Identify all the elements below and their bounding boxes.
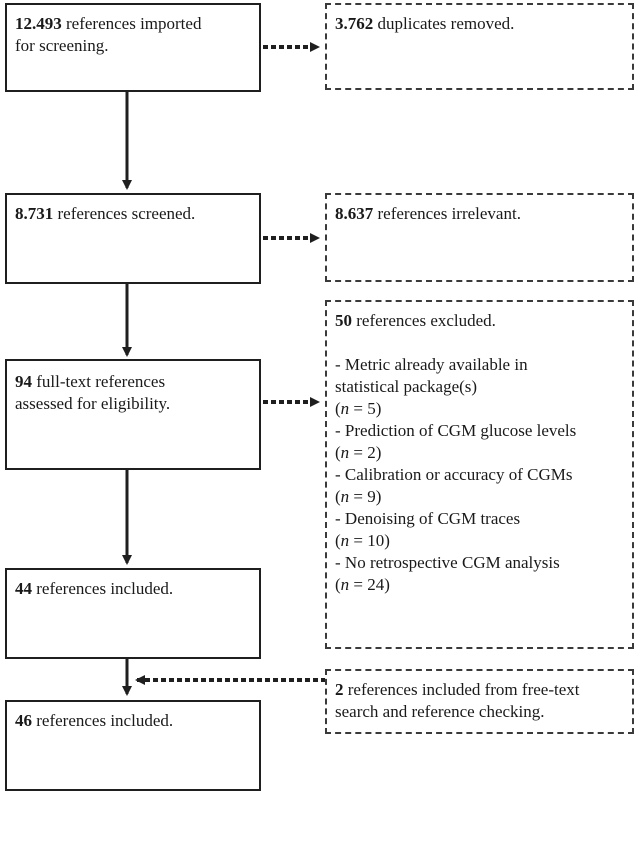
- duplicates-count: 3.762: [335, 14, 374, 33]
- final-count: 46: [15, 711, 32, 730]
- included-label: references included.: [36, 579, 174, 598]
- box-imported: 12.493 references imported for screening…: [5, 3, 261, 92]
- reason-count: 2: [367, 443, 376, 462]
- imported-label-2: for screening.: [15, 36, 109, 55]
- screened-label: references screened.: [57, 204, 196, 223]
- included-count: 44: [15, 579, 32, 598]
- box-duplicates: 3.762 duplicates removed.: [325, 3, 634, 90]
- reason-item: - Metric already available in statistica…: [335, 354, 626, 420]
- imported-count: 12.493: [15, 14, 62, 33]
- reason-text: statistical package(s): [335, 377, 478, 396]
- reason-count: 9: [367, 487, 376, 506]
- reason-text: - No retrospective CGM analysis: [335, 553, 560, 572]
- reason-text: - Prediction of CGM glucose levels: [335, 421, 577, 440]
- reason-text: - Calibration or accuracy of CGMs: [335, 465, 573, 484]
- added-label-2: search and reference checking.: [335, 702, 545, 721]
- imported-label: references imported: [66, 14, 202, 33]
- box-excluded: 50 references excluded. - Metric already…: [325, 300, 634, 649]
- reason-item: - Prediction of CGM glucose levels (n = …: [335, 420, 626, 464]
- reason-text: - Denoising of CGM traces: [335, 509, 521, 528]
- reason-item: - No retrospective CGM analysis (n = 24): [335, 552, 626, 596]
- box-fulltext: 94 full-text references assessed for eli…: [5, 359, 261, 470]
- box-irrelevant: 8.637 references irrelevant.: [325, 193, 634, 282]
- box-added: 2 references included from free-text sea…: [325, 669, 634, 734]
- reason-item: - Calibration or accuracy of CGMs (n = 9…: [335, 464, 626, 508]
- box-final: 46 references included.: [5, 700, 261, 791]
- irrelevant-label: references irrelevant.: [377, 204, 521, 223]
- added-label: references included from free-text: [347, 680, 580, 699]
- reason-count: 5: [367, 399, 376, 418]
- fulltext-count: 94: [15, 372, 32, 391]
- excluded-label: references excluded.: [356, 311, 496, 330]
- reason-item: - Denoising of CGM traces (n = 10): [335, 508, 626, 552]
- duplicates-label: duplicates removed.: [377, 14, 515, 33]
- reason-count: 10: [367, 531, 385, 550]
- fulltext-label-2: assessed for eligibility.: [15, 394, 171, 413]
- reason-count: 24: [367, 575, 385, 594]
- fulltext-label: full-text references: [36, 372, 166, 391]
- reason-text: - Metric already available in: [335, 355, 528, 374]
- excluded-count: 50: [335, 311, 352, 330]
- added-count: 2: [335, 680, 344, 699]
- exclusion-reasons: - Metric already available in statistica…: [335, 354, 626, 596]
- irrelevant-count: 8.637: [335, 204, 374, 223]
- box-included: 44 references included.: [5, 568, 261, 659]
- screened-count: 8.731: [15, 204, 54, 223]
- final-label: references included.: [36, 711, 174, 730]
- box-screened: 8.731 references screened.: [5, 193, 261, 284]
